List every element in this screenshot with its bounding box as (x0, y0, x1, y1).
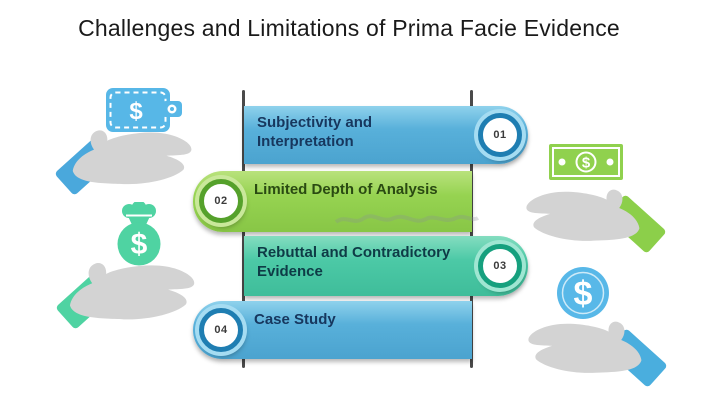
challenge-label-3: Rebuttal and Contradictory Evidence (257, 244, 451, 280)
page-title: Challenges and Limitations of Prima Faci… (78, 15, 620, 41)
step-number-2: 02 (214, 195, 228, 207)
challenge-label-1: Subjectivity and Interpretation (257, 114, 373, 150)
wallet-dollar-glyph: $ (129, 98, 143, 125)
challenge-label-4: Case Study (254, 311, 336, 328)
open-hand-icon (72, 130, 192, 185)
coin-dollar-glyph: $ (574, 275, 593, 313)
dollar-bill-icon: $ (549, 144, 623, 180)
step-badge-1: 01 (478, 113, 522, 157)
open-hand-icon (526, 189, 640, 241)
step-number-1: 01 (493, 129, 507, 141)
step-number-4: 04 (214, 324, 228, 336)
step-badge-2: 02 (199, 179, 243, 223)
bag-dollar-glyph: $ (131, 228, 148, 261)
bill-dollar-glyph: $ (582, 155, 591, 172)
wallet-icon: $ (106, 88, 182, 132)
watermark (334, 214, 480, 224)
step-badge-3: 03 (478, 244, 522, 288)
money-bag-icon: $ (117, 202, 161, 266)
open-hand-icon (69, 263, 195, 320)
step-number-3: 03 (493, 260, 507, 272)
open-hand-icon (528, 321, 642, 373)
step-badge-4: 04 (199, 308, 243, 352)
challenge-label-2: Limited Depth of Analysis (254, 181, 438, 198)
dollar-coin-icon: $ (557, 267, 609, 319)
